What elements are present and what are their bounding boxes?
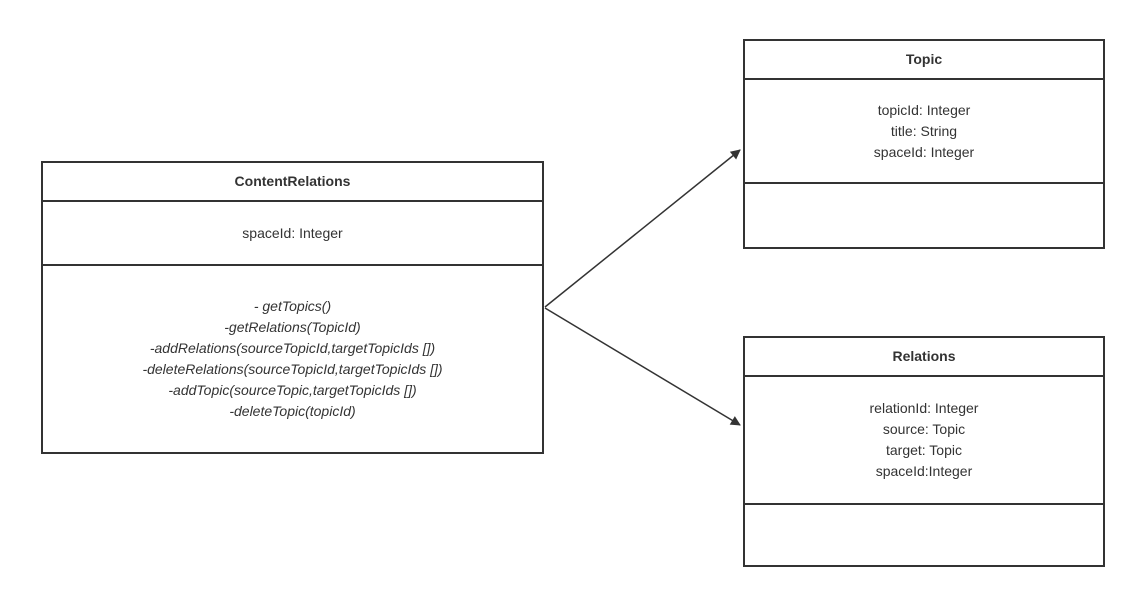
method: -addTopic(sourceTopic,targetTopicIds [])	[168, 382, 417, 398]
class-title-relations: Relations	[745, 338, 1103, 377]
class-box-relations[interactable]: Relations relationId: Integer source: To…	[743, 336, 1105, 567]
method: -addRelations(sourceTopicId,targetTopicI…	[149, 340, 436, 356]
method: -deleteTopic(topicId)	[229, 403, 356, 419]
attribute: spaceId:Integer	[875, 463, 973, 479]
attributes-compartment-topic: topicId: Integer title: String spaceId: …	[745, 80, 1103, 184]
class-title-topic: Topic	[745, 41, 1103, 80]
attribute: spaceId: Integer	[873, 143, 975, 160]
connector-contentrelations-to-relations[interactable]	[544, 307, 741, 426]
attributes-compartment-contentrelations: spaceId: Integer	[43, 202, 542, 266]
methods-compartment-contentrelations: - getTopics() -getRelations(TopicId) -ad…	[43, 266, 542, 452]
connector-contentrelations-to-topic[interactable]	[544, 149, 741, 308]
class-box-topic[interactable]: Topic topicId: Integer title: String spa…	[743, 39, 1105, 249]
method: -getRelations(TopicId)	[224, 319, 361, 335]
attribute: relationId: Integer	[869, 400, 979, 416]
class-title-contentrelations: ContentRelations	[43, 163, 542, 202]
attribute: spaceId: Integer	[242, 224, 343, 241]
attribute: topicId: Integer	[877, 101, 971, 118]
attributes-compartment-relations: relationId: Integer source: Topic target…	[745, 377, 1103, 505]
class-box-contentrelations[interactable]: ContentRelations spaceId: Integer - getT…	[41, 161, 544, 454]
attribute: source: Topic	[882, 421, 966, 437]
method: -deleteRelations(sourceTopicId,targetTop…	[142, 361, 443, 377]
method: - getTopics()	[253, 298, 332, 314]
attribute: title: String	[890, 122, 958, 139]
attribute: target: Topic	[885, 442, 962, 458]
